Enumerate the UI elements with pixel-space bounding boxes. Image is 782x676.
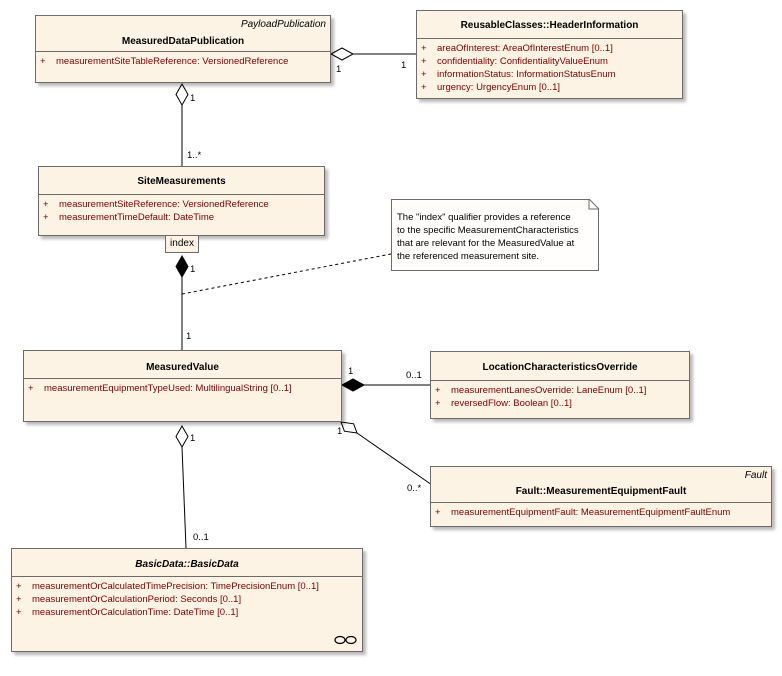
multiplicity-label: 1 — [348, 366, 354, 377]
note-line: that are relevant for the MeasuredValue … — [397, 238, 575, 249]
class-measured-value[interactable]: MeasuredValue +measurementEquipmentTypeU… — [23, 350, 342, 422]
class-location-characteristics-override[interactable]: LocationCharacteristicsOverride +measure… — [430, 351, 690, 419]
attribute-row: +confidentiality: ConfidentialityValueEn… — [421, 56, 608, 67]
class-name: LocationCharacteristicsOverride — [482, 362, 638, 373]
aggregation-diamond-value-fault — [340, 421, 358, 434]
note-line: the referenced measurement site. — [397, 251, 540, 262]
multiplicity-label: 1 — [186, 331, 192, 342]
class-header: LocationCharacteristicsOverride — [431, 352, 689, 381]
multiplicity-label: 1..* — [187, 150, 202, 161]
class-measured-data-publication[interactable]: PayloadPublication MeasuredDataPublicati… — [35, 15, 331, 83]
class-header: MeasuredValue — [24, 351, 341, 379]
attribute-list: +measurementSiteTableReference: Versione… — [36, 52, 330, 70]
multiplicity-label: 0..* — [407, 483, 422, 494]
class-header: Fault Fault::MeasurementEquipmentFault — [431, 467, 771, 503]
attribute-row: +measurementOrCalculationPeriod: Seconds… — [16, 594, 242, 605]
assoc-value-fault — [356, 432, 433, 486]
linked-element-icon — [334, 635, 357, 645]
attribute-row: +reversedFlow: Boolean [0..1] — [435, 398, 572, 409]
composition-diamond-value-location — [340, 378, 366, 392]
attribute-row: +measurementLanesOverride: LaneEnum [0..… — [435, 385, 647, 396]
multiplicity-label: 0..1 — [406, 370, 422, 381]
multiplicity-label: 1 — [190, 264, 196, 275]
attribute-list: +measurementEquipmentFault: MeasurementE… — [431, 503, 771, 521]
qualifier-index[interactable]: index — [165, 235, 199, 253]
class-header: ReusableClasses::HeaderInformation — [417, 11, 682, 39]
aggregation-diamond-publication-header — [329, 47, 355, 61]
multiplicity-label: 1 — [190, 433, 196, 444]
class-header: PayloadPublication MeasuredDataPublicati… — [36, 16, 330, 52]
attribute-row: +areaOfInterest: AreaOfInterestEnum [0..… — [421, 43, 613, 54]
note-text: The "index" qualifier provides a referen… — [392, 200, 598, 267]
multiplicity-label: 1 — [336, 64, 342, 75]
attribute-row: +measurementSiteTableReference: Versione… — [40, 56, 289, 67]
class-name: BasicData::BasicData — [135, 559, 239, 570]
aggregation-diamond-publication-site — [175, 82, 189, 107]
class-name: MeasuredDataPublication — [121, 36, 245, 47]
assoc-value-basic — [181, 446, 187, 549]
aggregation-diamond-value-basic — [175, 424, 189, 449]
class-name: ReusableClasses::HeaderInformation — [460, 20, 639, 31]
note-line: The "index" qualifier provides a referen… — [397, 212, 571, 223]
class-name: MeasuredValue — [146, 362, 219, 373]
class-header: SiteMeasurements — [39, 167, 324, 195]
class-basic-data[interactable]: BasicData::BasicData +measurementOrCalcu… — [11, 548, 363, 652]
stereotype-label: PayloadPublication — [240, 19, 326, 30]
multiplicity-label: 1 — [337, 426, 343, 437]
attribute-list: +measurementOrCalculatedTimePrecision: T… — [12, 577, 362, 621]
class-measurement-equipment-fault[interactable]: Fault Fault::MeasurementEquipmentFault +… — [430, 466, 772, 527]
attribute-list: +measurementSiteReference: VersionedRefe… — [39, 195, 324, 226]
class-header: BasicData::BasicData — [12, 549, 362, 577]
attribute-list: +areaOfInterest: AreaOfInterestEnum [0..… — [417, 39, 682, 96]
attribute-row: +measurementEquipmentTypeUsed: Multiling… — [28, 383, 292, 394]
attribute-row: +measurementTimeDefault: DateTime — [43, 212, 215, 223]
attribute-row: +measurementOrCalculatedTimePrecision: T… — [16, 581, 319, 592]
attribute-row: +informationStatus: InformationStatusEnu… — [421, 69, 616, 80]
class-name: Fault::MeasurementEquipmentFault — [515, 486, 687, 497]
attribute-list: +measurementEquipmentTypeUsed: Multiling… — [24, 379, 341, 397]
comment-note[interactable]: The "index" qualifier provides a referen… — [391, 199, 599, 271]
composition-diamond-site-value — [175, 254, 189, 279]
attribute-row: +measurementOrCalculationTime: DateTime … — [16, 607, 239, 618]
class-name: SiteMeasurements — [137, 176, 226, 187]
note-line: to the specific MeasurementCharacteristi… — [397, 225, 579, 236]
multiplicity-label: 0..1 — [193, 532, 209, 543]
multiplicity-label: 1 — [401, 60, 407, 71]
attribute-row: +urgency: UrgencyEnum [0..1] — [421, 82, 561, 93]
class-header-information[interactable]: ReusableClasses::HeaderInformation +area… — [416, 10, 683, 99]
class-site-measurements[interactable]: SiteMeasurements +measurementSiteReferen… — [38, 166, 325, 236]
attribute-row: +measurementSiteReference: VersionedRefe… — [43, 199, 269, 210]
attribute-row: +measurementEquipmentFault: MeasurementE… — [435, 507, 731, 518]
stereotype-label: Fault — [744, 470, 767, 481]
attribute-list: +measurementLanesOverride: LaneEnum [0..… — [431, 381, 689, 412]
multiplicity-label: 1 — [190, 93, 196, 104]
